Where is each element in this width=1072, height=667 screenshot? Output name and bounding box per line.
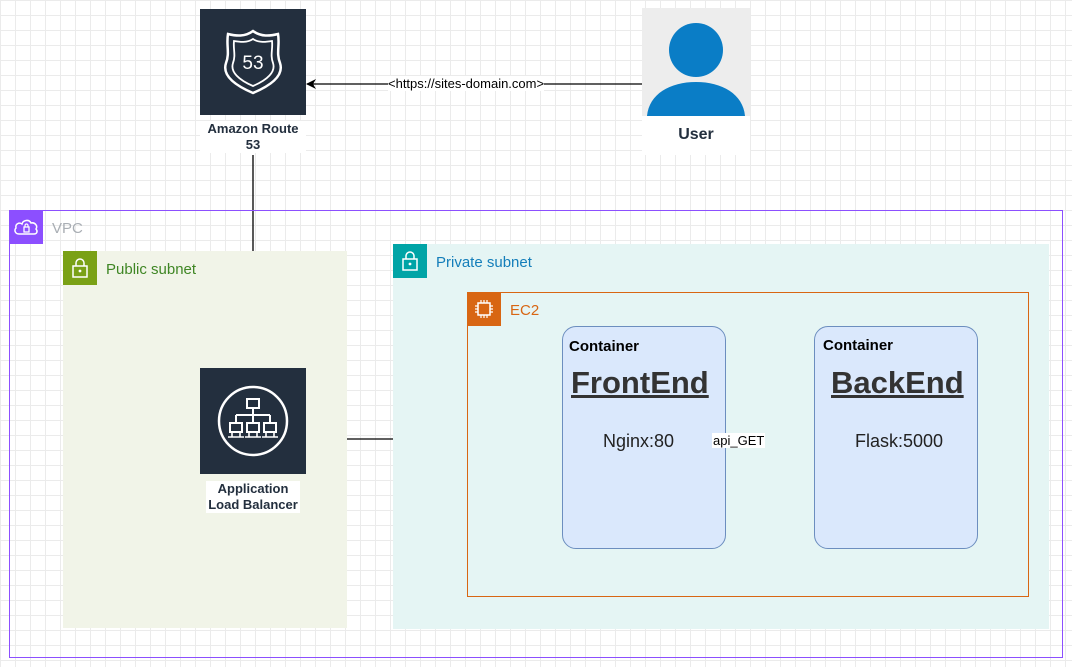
edge-label-https: <https://sites-domain.com> [388, 76, 545, 91]
load-balancer-icon [217, 385, 289, 457]
svg-text:53: 53 [242, 53, 263, 74]
edge-label-api-get: api_GET [712, 433, 766, 448]
vpc-label: VPC [52, 220, 83, 237]
ec2-label: EC2 [510, 302, 540, 319]
user-label: User [678, 126, 714, 143]
ec2-group[interactable] [467, 292, 1029, 597]
backend-container[interactable] [814, 326, 978, 549]
ec2-chip-icon [467, 292, 501, 326]
frontend-title: FrontEnd [571, 365, 709, 400]
frontend-container-label: Container [569, 338, 640, 355]
frontend-container[interactable] [562, 326, 726, 549]
backend-port: Flask:5000 [855, 431, 944, 451]
private-subnet-label: Private subnet [436, 254, 532, 271]
private-subnet-lock-icon [393, 244, 427, 278]
vpc-cloud-icon [9, 210, 43, 244]
backend-title: BackEnd [831, 365, 964, 400]
backend-container-label: Container [823, 337, 894, 354]
route53-node[interactable]: 53 [200, 9, 306, 115]
public-subnet-lock-icon [63, 251, 97, 285]
vpc-group[interactable] [9, 210, 1063, 658]
alb-node[interactable] [200, 368, 306, 474]
alb-label: Application Load Balancer [206, 481, 300, 513]
user-icon [647, 23, 745, 116]
route53-shield-icon: 53 [223, 29, 283, 95]
route53-label: Amazon Route 53 [200, 121, 306, 153]
frontend-port: Nginx:80 [603, 431, 675, 451]
public-subnet-label: Public subnet [106, 261, 197, 278]
